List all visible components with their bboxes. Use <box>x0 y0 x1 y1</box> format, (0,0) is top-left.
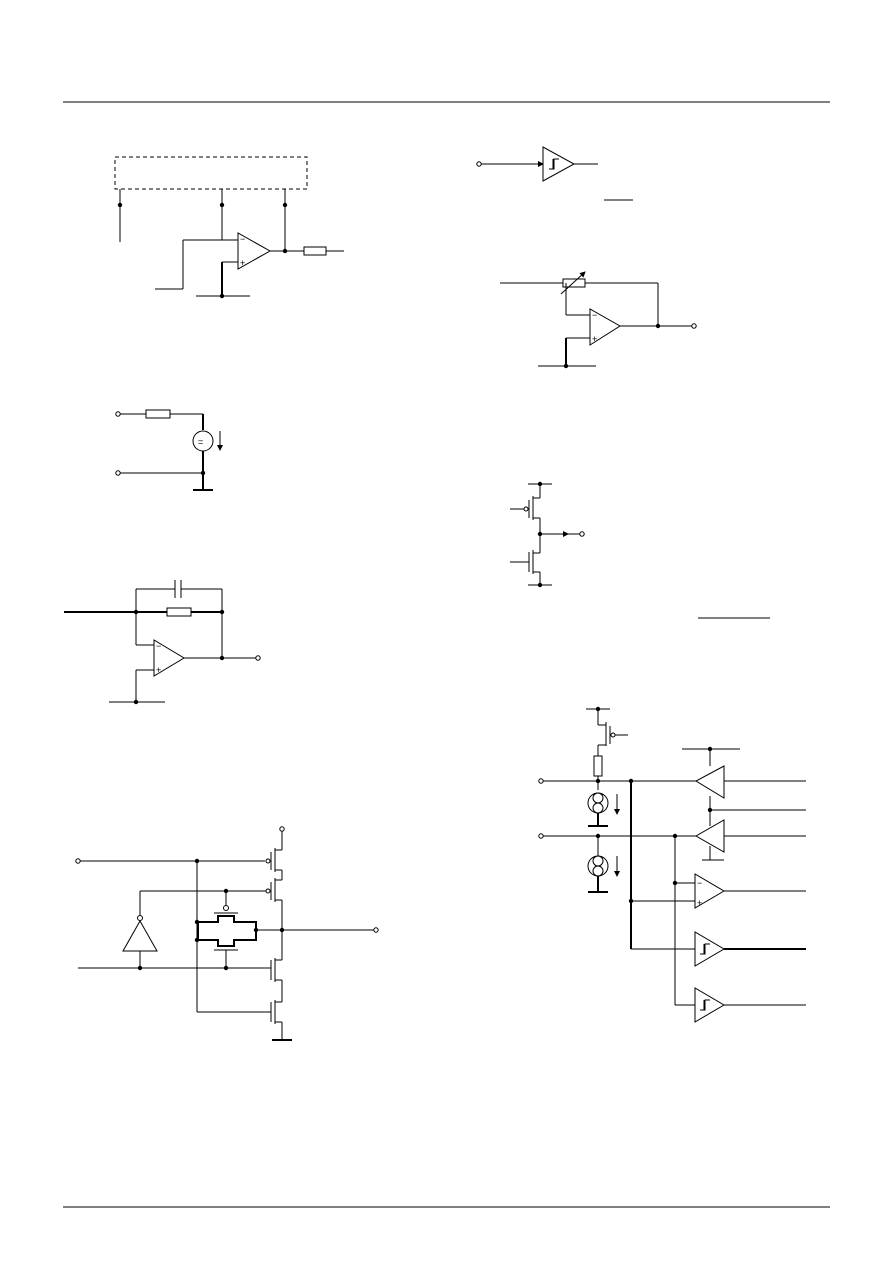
schmitt-buffer-symbol <box>542 146 576 182</box>
hysteresis-icon-3 <box>700 999 710 1011</box>
opamp-minus-label: − <box>240 234 245 244</box>
figure-current-source: = <box>115 409 223 491</box>
hysteresis-icon-2 <box>700 943 710 955</box>
feedback-resistor <box>166 607 192 617</box>
opamp3-minus-label: − <box>156 641 161 651</box>
figure-comparator-array: − + <box>538 706 806 1023</box>
series-resistor <box>145 409 171 419</box>
schmitt-comparator-5 <box>694 987 725 1023</box>
comparator-1 <box>694 765 725 799</box>
bias-resistor <box>593 755 603 777</box>
figure-transmission-gate <box>75 826 379 1041</box>
opamp3-plus-label: + <box>156 665 161 675</box>
figure-schmitt-buffer <box>476 146 633 201</box>
opamp-comparator-3 <box>694 873 725 909</box>
opamp-symbol <box>237 232 272 270</box>
figure-integrator: − + <box>64 580 261 705</box>
hysteresis-icon <box>549 158 559 170</box>
figure-opamp-buffer: − + <box>114 156 344 299</box>
figure-cmos-pushpull <box>510 481 585 588</box>
schmitt-comparator-4 <box>694 931 725 967</box>
inverter-symbol <box>122 919 158 952</box>
figure-inverting-amp: − + <box>500 271 697 369</box>
opamp4-minus-label: − <box>697 878 702 888</box>
opamp2-minus-label: − <box>592 310 597 320</box>
opamp-symbol-3 <box>153 639 185 677</box>
opamp4-plus-label: + <box>697 898 702 908</box>
opamp2-plus-label: + <box>592 334 597 344</box>
dashed-block <box>114 156 308 190</box>
opamp-plus-label: + <box>240 258 245 268</box>
opamp-symbol-2 <box>589 308 621 346</box>
transmission-gate-symbol <box>197 915 257 947</box>
output-resistor <box>303 246 327 256</box>
source-equal-label: = <box>198 437 203 447</box>
